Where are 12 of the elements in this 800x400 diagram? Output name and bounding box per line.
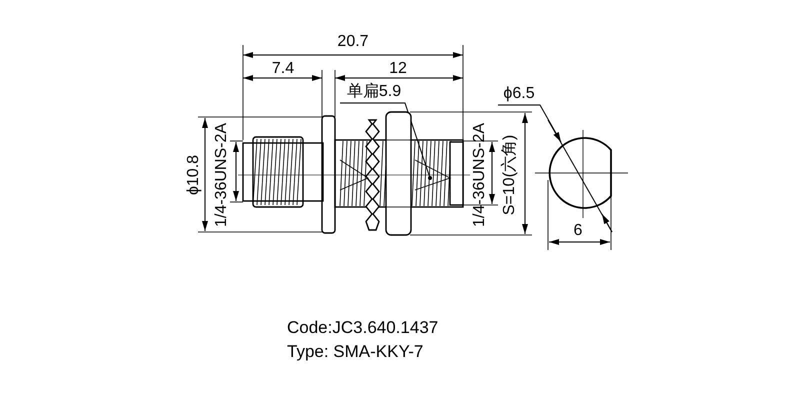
dimension-value: ϕ6.5 bbox=[503, 85, 535, 103]
dimension-value: 7.4 bbox=[272, 60, 294, 78]
thread-spec: 1/4-36UNS-2A bbox=[471, 122, 489, 228]
thread-spec: 1/4-36UNS-2A bbox=[213, 122, 231, 228]
code-text: Code:JC3.640.1437 bbox=[287, 319, 438, 337]
dimension-value: ϕ10.8 bbox=[185, 154, 203, 196]
dimension-value: 12 bbox=[389, 60, 407, 78]
dimension-value: 单扁5.9 bbox=[346, 83, 402, 101]
dimension-value: 20.7 bbox=[337, 33, 369, 51]
dimension-value: S=10(六角) bbox=[501, 134, 519, 216]
type-text: Type: SMA-KKY-7 bbox=[287, 343, 424, 361]
dimension-value: 6 bbox=[574, 222, 582, 240]
